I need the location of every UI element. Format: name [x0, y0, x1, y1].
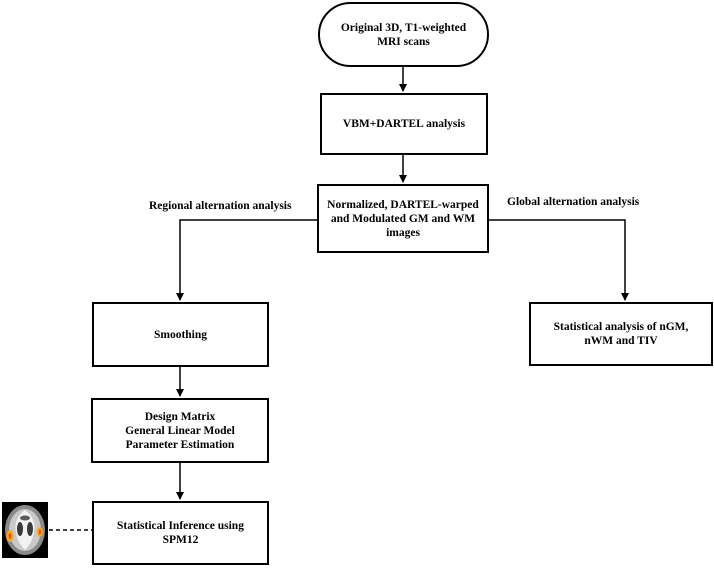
node-statistical-inference: Statistical Inference using SPM12 — [92, 501, 269, 565]
node-statistical-analysis: Statistical analysis of nGM, nWM and TIV — [529, 302, 713, 366]
label-global-branch: Global alternation analysis — [507, 196, 640, 208]
node-design-matrix-line-2: General Linear Model — [125, 424, 235, 437]
node-design-matrix-line-3: Parameter Estimation — [125, 438, 235, 451]
node-normalized-images: Normalized, DARTEL-warped and Modulated … — [317, 184, 489, 253]
node-design-matrix-line-1: Design Matrix — [144, 410, 216, 423]
node-original-scans-line-1: Original 3D, T1-weighted — [340, 21, 467, 34]
node-original-scans: Original 3D, T1-weighted MRI scans — [318, 2, 489, 67]
arrow-normalized-to-statistical-analysis — [489, 219, 629, 301]
node-vbm-dartel: VBM+DARTEL analysis — [320, 93, 488, 155]
node-normalized-images-line-3: images — [386, 226, 420, 239]
node-normalized-images-line-2: and Modulated GM and WM — [330, 212, 476, 225]
node-statistical-inference-line-1: Statistical Inference using — [117, 520, 244, 532]
label-regional-branch: Regional alternation analysis — [149, 200, 292, 212]
node-original-scans-line-2: MRI scans — [377, 35, 430, 48]
node-design-matrix: Design Matrix General Linear Model Param… — [91, 398, 269, 463]
node-normalized-images-line-1: Normalized, DARTEL-warped — [327, 198, 479, 211]
node-smoothing: Smoothing — [92, 302, 269, 367]
node-statistical-analysis-line-2: nWM and TIV — [584, 335, 658, 347]
arrow-normalized-to-smoothing — [176, 219, 317, 301]
axial-brain-slice-icon — [2, 502, 48, 558]
node-statistical-inference-line-2: SPM12 — [162, 534, 199, 546]
node-statistical-analysis-line-1: Statistical analysis of nGM, — [553, 321, 689, 333]
node-vbm-dartel-line-1: VBM+DARTEL analysis — [342, 118, 466, 130]
node-smoothing-line-1: Smoothing — [153, 328, 208, 341]
